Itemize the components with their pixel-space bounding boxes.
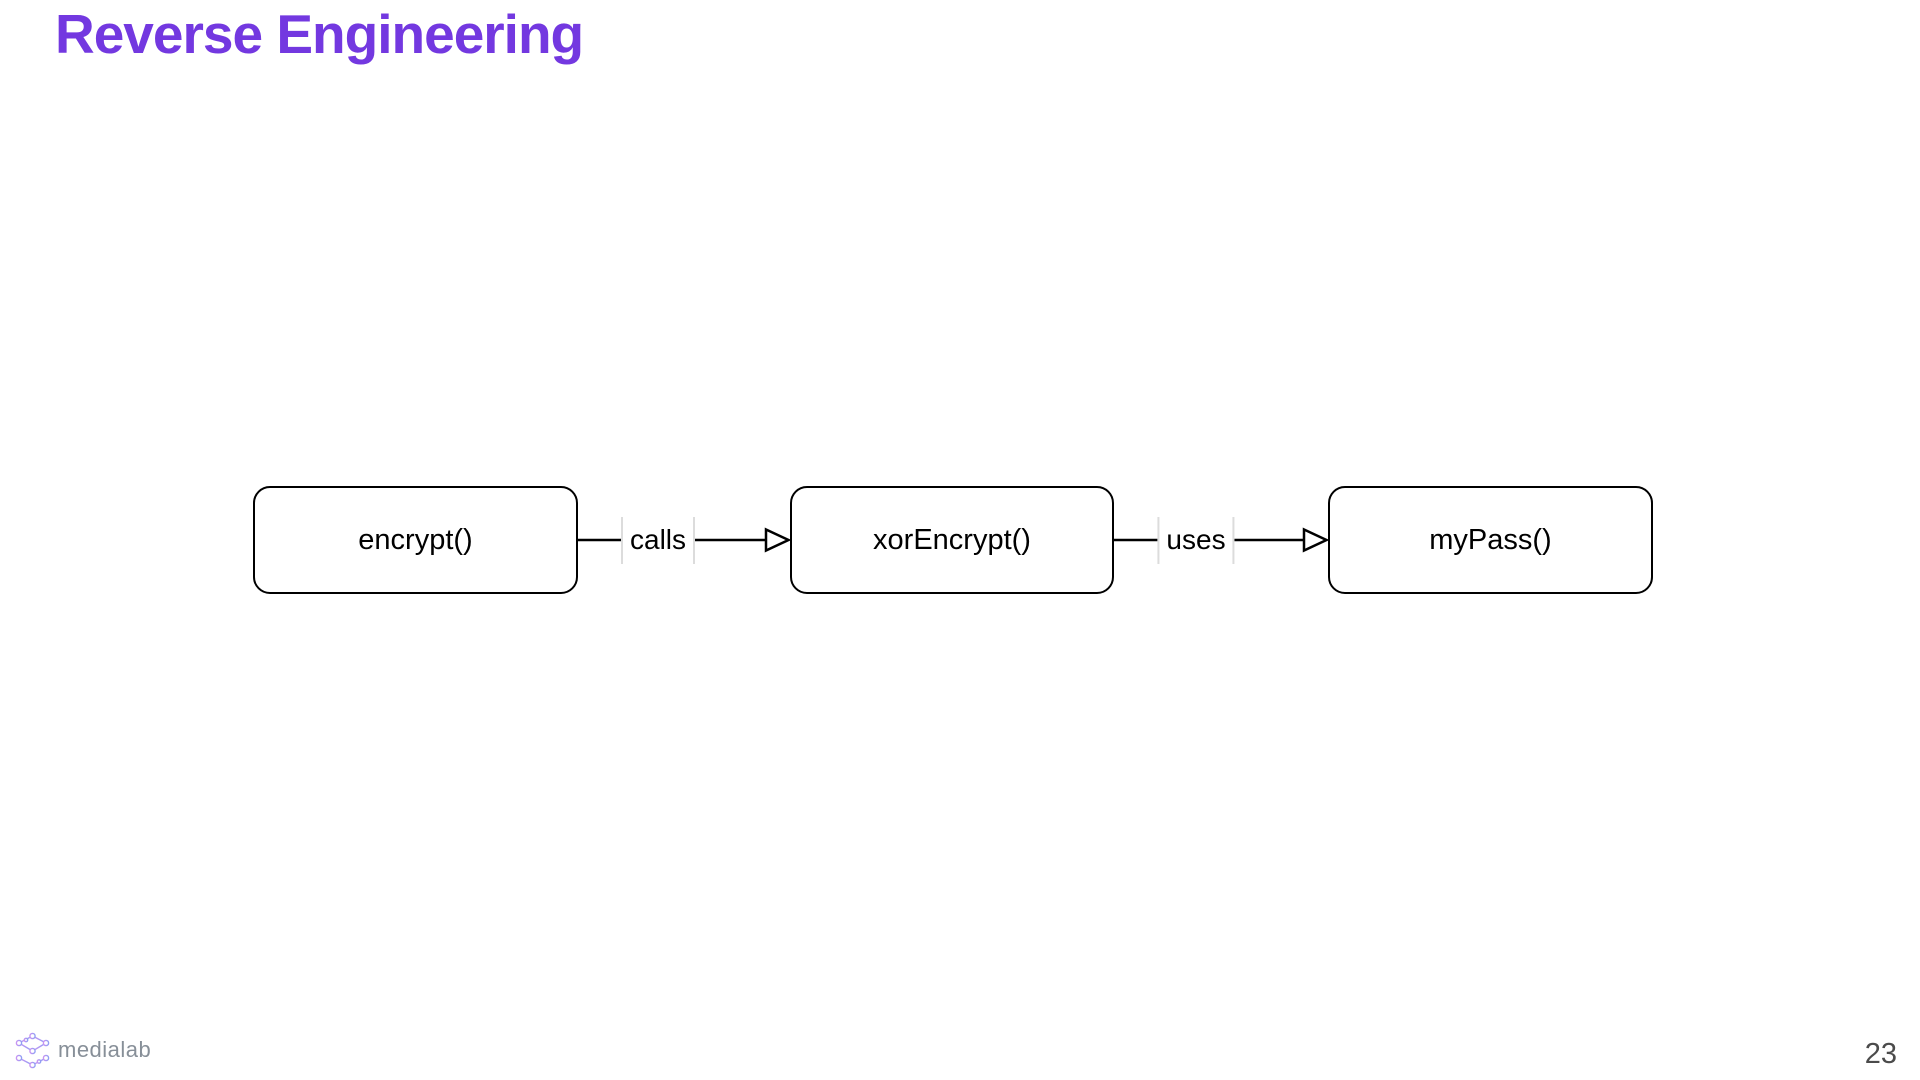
node-xorencrypt: xorEncrypt() <box>790 486 1114 594</box>
page-number: 23 <box>1864 1038 1897 1070</box>
node-encrypt: encrypt() <box>253 486 578 594</box>
page-title: Reverse Engineering <box>55 3 584 65</box>
cube-wireframe-icon <box>15 1032 50 1068</box>
edge-label-uses: uses <box>1157 517 1235 564</box>
open-arrowhead-icon <box>764 527 792 553</box>
node-mypass: myPass() <box>1328 486 1653 594</box>
node-label: encrypt() <box>358 523 473 556</box>
edge-label-calls: calls <box>620 517 696 564</box>
brand-name: medialab <box>58 1037 152 1062</box>
node-label: myPass() <box>1429 523 1552 556</box>
node-label: xorEncrypt() <box>873 523 1031 556</box>
open-arrowhead-icon <box>1302 527 1330 553</box>
brand-logo: medialab <box>14 1030 151 1070</box>
